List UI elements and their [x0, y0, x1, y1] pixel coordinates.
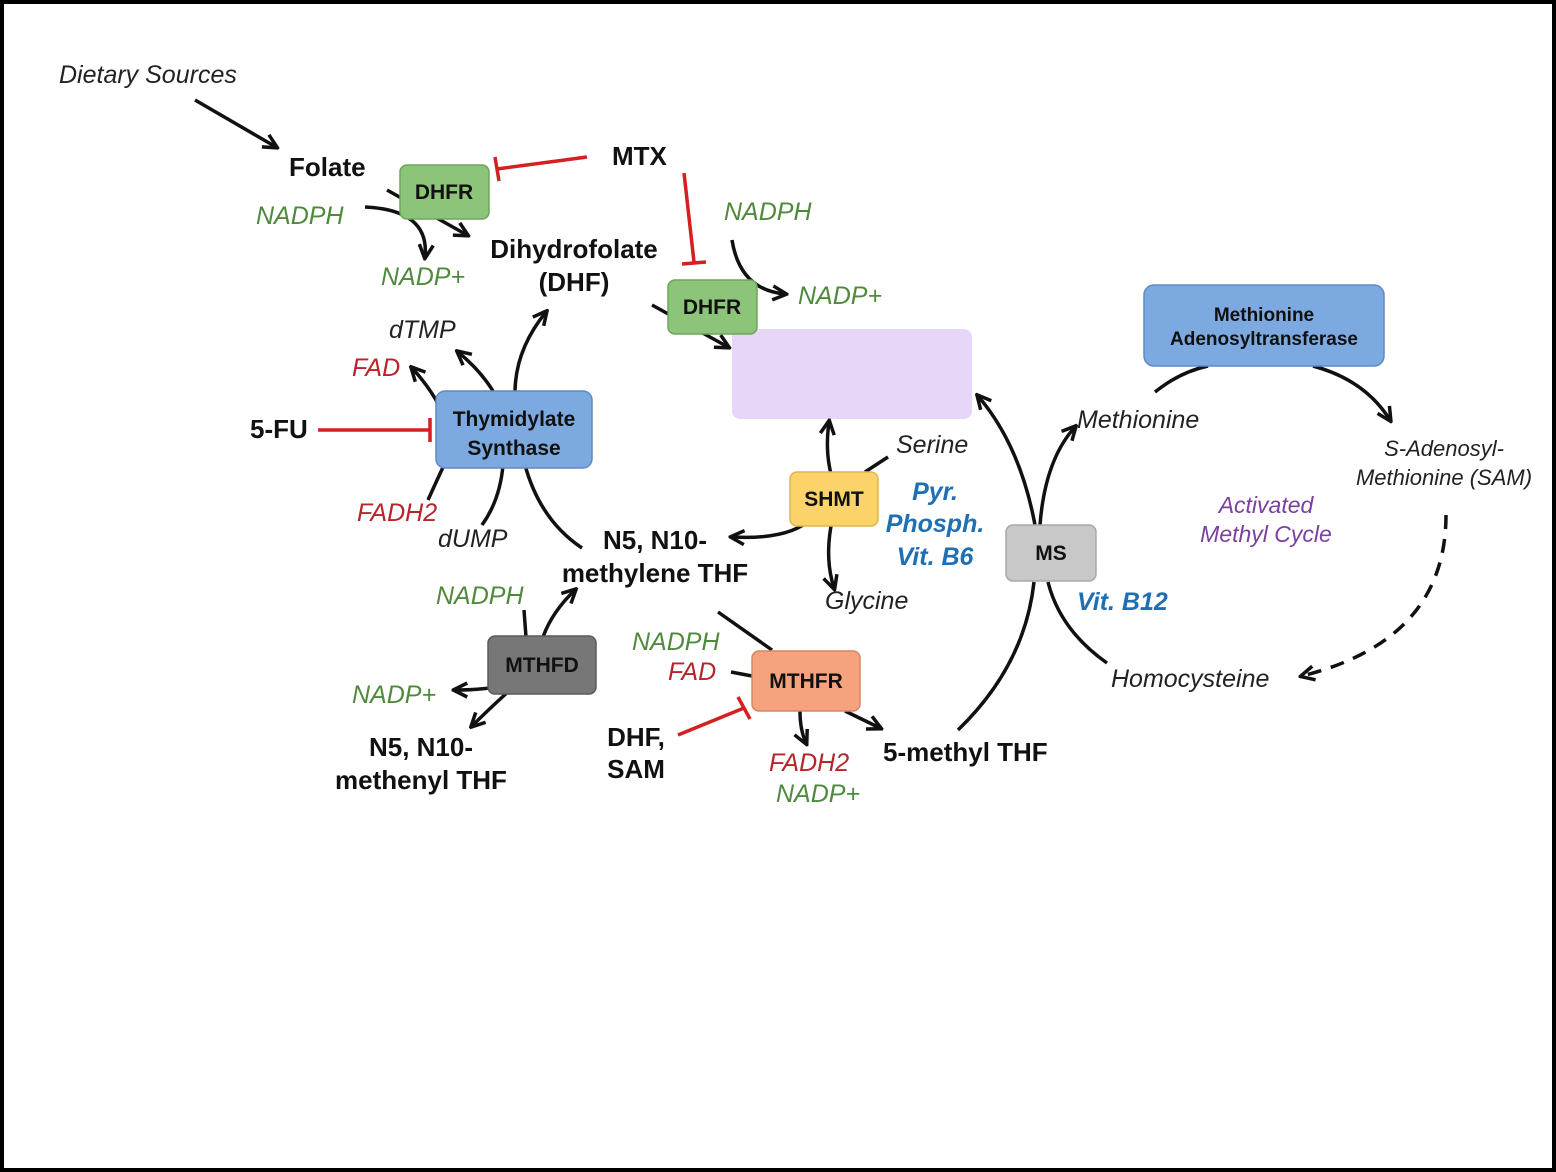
- activated-cycle-line2: Methyl Cycle: [1200, 521, 1332, 547]
- five-methyl-thf-label: 5-methyl THF: [883, 737, 1048, 767]
- vit-b12-label: Vit. B12: [1077, 588, 1168, 616]
- enzyme-dhfr-2: DHFR: [667, 279, 758, 335]
- ms-label: MS: [1035, 542, 1067, 565]
- sam-label-line1: S-Adenosyl-: [1384, 436, 1504, 461]
- nadph-4-label: NADPH: [632, 628, 720, 656]
- methenyl-thf-line2: methenyl THF: [335, 765, 507, 795]
- nadph-2-label: NADPH: [724, 198, 812, 226]
- nadph-3-label: NADPH: [436, 582, 524, 610]
- dhf-sam-line1: DHF,: [607, 722, 665, 752]
- dump-label: dUMP: [438, 525, 508, 553]
- folate-label: Folate: [289, 152, 366, 182]
- fadh2-1-label: FADH2: [357, 499, 437, 527]
- enzyme-dhfr-1: DHFR: [399, 164, 490, 220]
- sam-label-line2: Methionine (SAM): [1356, 465, 1532, 490]
- methylene-thf-line1: N5, N10-: [603, 525, 707, 555]
- serine-label: Serine: [896, 431, 968, 459]
- dhf-sam-line2: SAM: [607, 754, 665, 784]
- methionine-label: Methionine: [1077, 406, 1199, 434]
- mthfr-label: MTHFR: [769, 670, 842, 693]
- pathway-arrows: [194, 98, 1448, 743]
- methylene-thf-line2: methylene THF: [562, 558, 748, 588]
- dhf-label-line2: (DHF): [539, 267, 610, 297]
- methenyl-thf-line1: N5, N10-: [369, 732, 473, 762]
- nadp-4-label: NADP+: [776, 780, 860, 808]
- dhfr-1-label: DHFR: [415, 181, 473, 204]
- pyr-label-line3: Vit. B6: [897, 543, 975, 571]
- thf-highlight-box: [732, 329, 972, 419]
- mat-label-line2: Adenosyltransferase: [1170, 329, 1358, 350]
- enzyme-thymidylate-synthase: Thymidylate Synthase: [435, 390, 593, 469]
- enzyme-mthfr: MTHFR: [751, 650, 861, 712]
- nadp-2-label: NADP+: [798, 282, 882, 310]
- pyr-label-line2: Phosph.: [886, 510, 985, 538]
- enzyme-shmt: SHMT: [789, 471, 879, 527]
- glycine-label: Glycine: [825, 587, 908, 615]
- mtx-label: MTX: [612, 141, 668, 171]
- nadp-1-label: NADP+: [381, 263, 465, 291]
- nadph-1-label: NADPH: [256, 202, 344, 230]
- ts-label-line1: Thymidylate: [453, 408, 576, 431]
- fad-2-label: FAD: [668, 658, 716, 686]
- shmt-label: SHMT: [804, 488, 864, 511]
- dhf-label-line1: Dihydrofolate: [490, 234, 658, 264]
- five-fu-label: 5-FU: [250, 414, 308, 444]
- fadh2-2-label: FADH2: [769, 749, 849, 777]
- nadp-3-label: NADP+: [352, 681, 436, 709]
- metabolite-labels: Dietary Sources Folate MTX NADPH NADP+ D…: [59, 61, 1532, 808]
- activated-cycle-line1: Activated: [1217, 492, 1315, 518]
- mthfd-label: MTHFD: [505, 654, 578, 677]
- enzyme-methionine-adenosyltransferase: Methionine Adenosyltransferase: [1143, 284, 1385, 367]
- mat-label-line1: Methionine: [1214, 305, 1314, 326]
- dtmp-label: dTMP: [389, 316, 456, 344]
- enzyme-ms: MS: [1005, 524, 1097, 582]
- ts-label-line2: Synthase: [467, 437, 560, 460]
- inhibition-lines: [318, 155, 752, 737]
- pyr-label-line1: Pyr.: [912, 478, 958, 506]
- dietary-sources-label: Dietary Sources: [59, 61, 237, 89]
- fad-1-label: FAD: [352, 354, 400, 382]
- homocysteine-label: Homocysteine: [1111, 665, 1269, 693]
- enzyme-mthfd: MTHFD: [487, 635, 597, 695]
- dhfr-2-label: DHFR: [683, 296, 741, 319]
